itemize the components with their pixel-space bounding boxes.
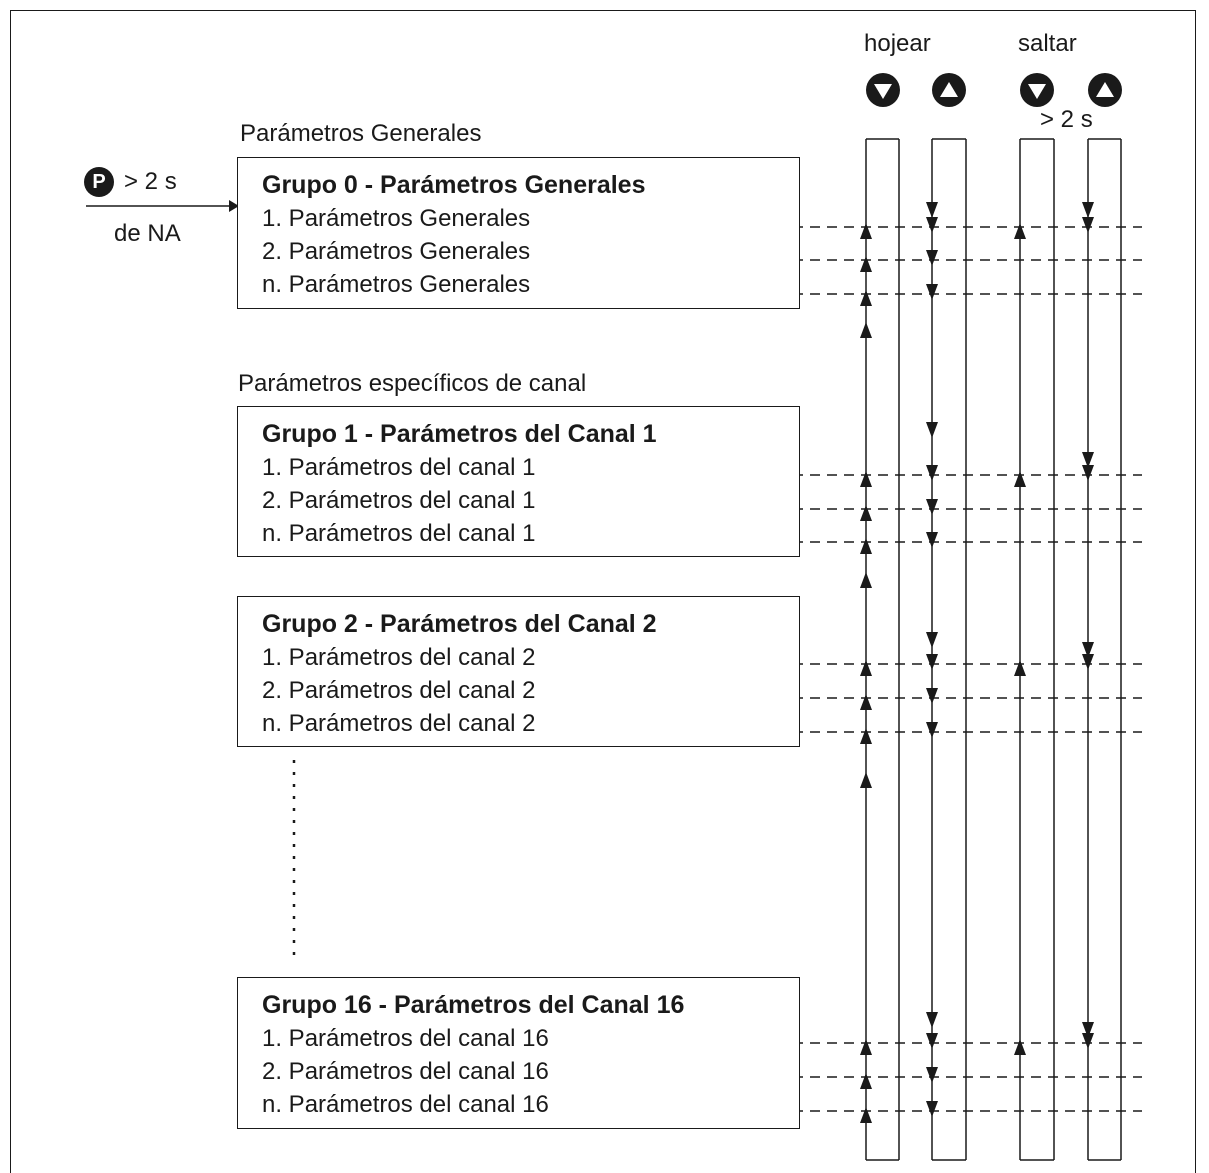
down-arrow xyxy=(1082,642,1094,658)
group-box: Grupo 2 - Parámetros del Canal 2 1. Pará… xyxy=(237,596,800,747)
parameter-row: 1. Parámetros del canal 2 xyxy=(262,644,536,671)
down-arrow xyxy=(926,654,938,670)
parameter-row: 1. Parámetros del canal 16 xyxy=(262,1025,549,1052)
down-arrow xyxy=(926,722,938,738)
down-arrow xyxy=(926,1067,938,1083)
jump-label: saltar xyxy=(1018,30,1077,57)
parameter-row: n. Parámetros del canal 1 xyxy=(262,520,536,547)
group-title: Grupo 16 - Parámetros del Canal 16 xyxy=(262,991,685,1019)
up-arrow xyxy=(860,728,872,744)
up-arrow xyxy=(1014,223,1026,239)
up-arrow xyxy=(860,538,872,554)
arrow-down-button-icon xyxy=(866,73,900,107)
up-arrow xyxy=(860,660,872,676)
browse-label: hojear xyxy=(864,30,931,57)
down-arrow xyxy=(926,1033,938,1049)
parameter-row: 2. Parámetros Generales xyxy=(262,238,531,265)
entry-time-label: > 2 s xyxy=(124,168,177,195)
group-box: Grupo 0 - Parámetros Generales 1. Paráme… xyxy=(237,157,800,309)
down-arrow xyxy=(1082,1033,1094,1049)
parameter-row: 1. Parámetros del canal 1 xyxy=(262,454,536,481)
down-arrow xyxy=(1082,217,1094,233)
up-arrow xyxy=(860,694,872,710)
down-arrow xyxy=(926,1101,938,1117)
up-arrow xyxy=(860,290,872,306)
up-arrow xyxy=(860,1073,872,1089)
down-arrow xyxy=(926,422,938,438)
down-arrow xyxy=(926,632,938,648)
down-arrow xyxy=(926,202,938,218)
arrow-up-button-icon xyxy=(932,73,966,107)
down-arrow xyxy=(926,1012,938,1028)
up-arrow xyxy=(860,772,872,788)
group-title: Grupo 1 - Parámetros del Canal 1 xyxy=(262,420,657,448)
jump-time-label: > 2 s xyxy=(1040,106,1093,133)
diagram-frame xyxy=(10,10,1196,1173)
down-arrow xyxy=(926,532,938,548)
up-arrow xyxy=(860,223,872,239)
up-arrow xyxy=(860,322,872,338)
arrow-down-button-icon xyxy=(1020,73,1054,107)
group-title: Grupo 0 - Parámetros Generales xyxy=(262,171,646,199)
group-box: Grupo 1 - Parámetros del Canal 1 1. Pará… xyxy=(237,406,800,557)
up-arrow xyxy=(860,1107,872,1123)
parameter-row: n. Parámetros del canal 2 xyxy=(262,710,536,737)
general-section-heading: Parámetros Generales xyxy=(240,120,482,147)
down-arrow xyxy=(926,499,938,515)
parameter-row: 1. Parámetros Generales xyxy=(262,205,531,232)
up-arrow xyxy=(860,572,872,588)
down-arrow xyxy=(926,217,938,233)
down-arrow xyxy=(926,284,938,300)
down-arrow xyxy=(926,465,938,481)
down-arrow xyxy=(1082,1022,1094,1038)
p-key-icon: P xyxy=(84,167,114,197)
parameter-row: 2. Parámetros del canal 16 xyxy=(262,1058,549,1085)
down-arrow xyxy=(926,688,938,704)
group-box: Grupo 16 - Parámetros del Canal 16 1. Pa… xyxy=(237,977,800,1129)
up-arrow xyxy=(860,256,872,272)
channel-section-heading: Parámetros específicos de canal xyxy=(238,370,587,397)
parameter-row: n. Parámetros del canal 16 xyxy=(262,1091,549,1118)
down-arrow xyxy=(1082,202,1094,218)
down-arrow xyxy=(926,250,938,266)
parameter-row: n. Parámetros Generales xyxy=(262,271,531,298)
up-arrow xyxy=(1014,660,1026,676)
down-arrow xyxy=(1082,452,1094,468)
arrow-up-button-icon xyxy=(1088,73,1122,107)
up-arrow xyxy=(1014,471,1026,487)
up-arrow xyxy=(860,505,872,521)
up-arrow xyxy=(860,471,872,487)
down-arrow xyxy=(1082,654,1094,670)
parameter-row: 2. Parámetros del canal 2 xyxy=(262,677,536,704)
down-arrow xyxy=(1082,465,1094,481)
entry-source-label: de NA xyxy=(114,220,181,247)
up-arrow xyxy=(1014,1039,1026,1055)
parameter-row: 2. Parámetros del canal 1 xyxy=(262,487,536,514)
group-title: Grupo 2 - Parámetros del Canal 2 xyxy=(262,610,657,638)
up-arrow xyxy=(860,1039,872,1055)
